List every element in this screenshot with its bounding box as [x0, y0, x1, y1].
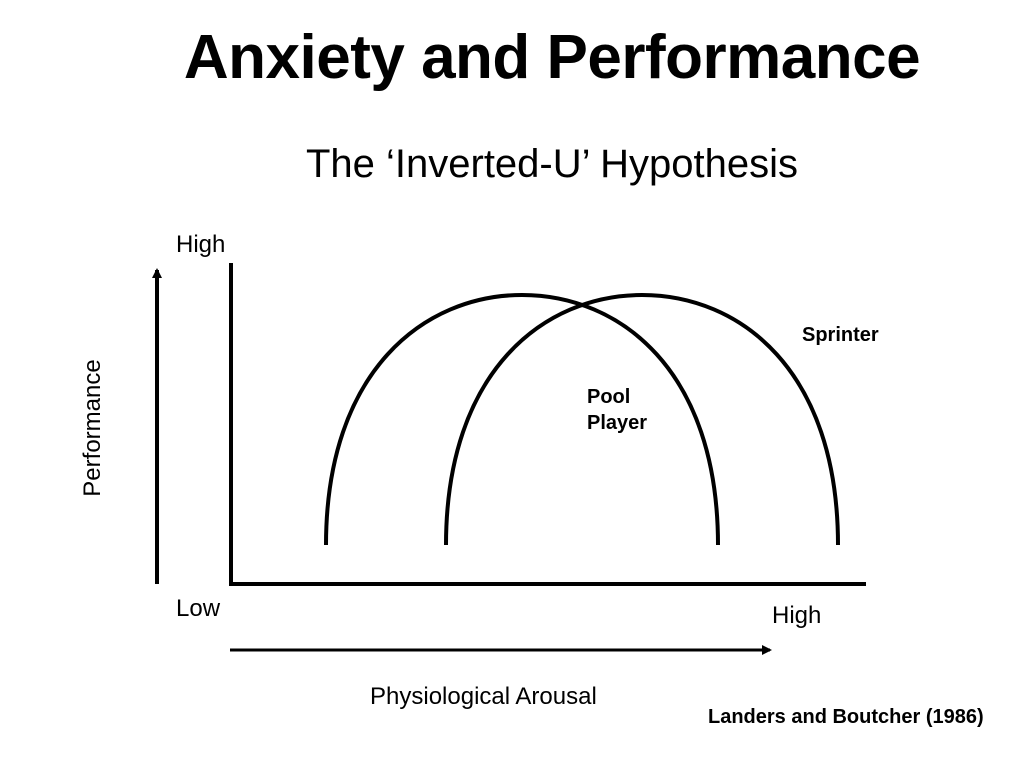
performance-high-label: High [176, 231, 226, 258]
pool-player-label: Pool Player [587, 386, 648, 434]
slide-title: Anxiety and Performance [183, 23, 921, 92]
sprinter-label: Sprinter [802, 324, 879, 346]
sprinter-curve [444, 292, 840, 546]
arousal-axis-label: Physiological Arousal [370, 683, 597, 710]
arousal-high-label: High [772, 602, 822, 629]
slide-subtitle: The ‘Inverted-U’ Hypothesis [305, 142, 799, 186]
performance-low-label: Low [176, 595, 221, 622]
pool-player-curve [324, 292, 720, 546]
source-citation: Landers and Boutcher (1986) [708, 706, 984, 728]
performance-axis-label: Performance [78, 359, 106, 497]
